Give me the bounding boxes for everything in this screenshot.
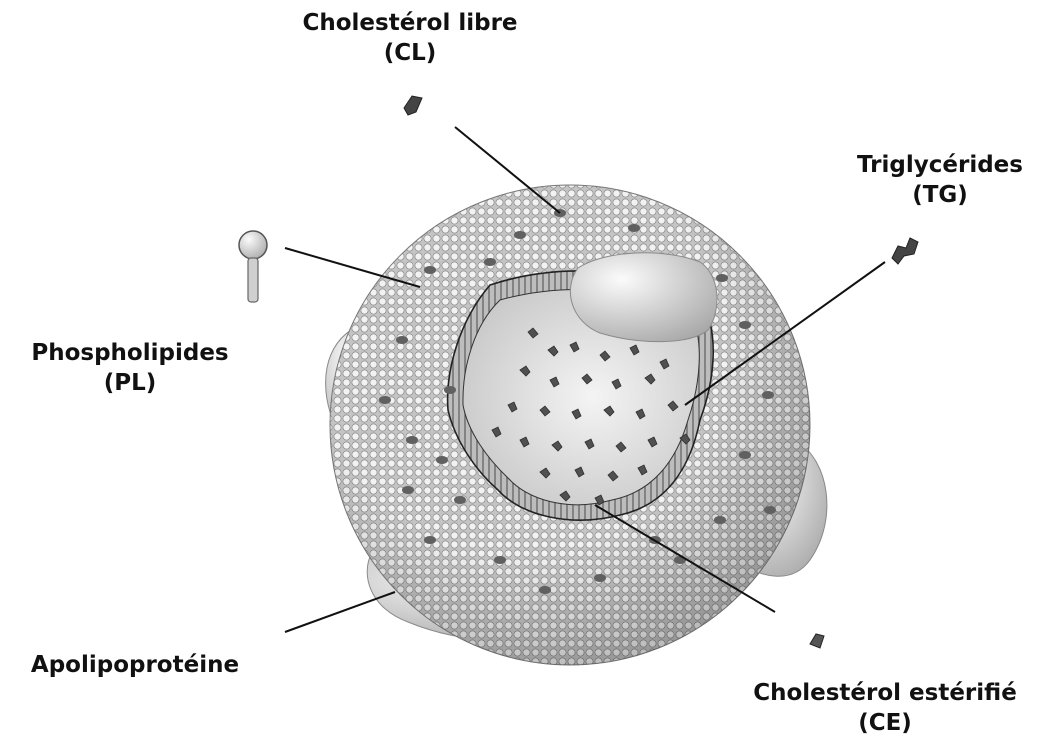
leader-line-apo	[285, 592, 395, 632]
label-esterified-cholesterol-name: Cholestérol estérifié	[715, 678, 1055, 708]
apoprotein-top	[570, 253, 717, 342]
phospholipid-molecule	[239, 231, 267, 302]
label-phospholipids: Phospholipides (PL)	[0, 338, 260, 398]
label-triglycerides-name: Triglycérides	[825, 150, 1055, 180]
label-esterified-cholesterol-abbr: (CE)	[715, 708, 1055, 738]
free-cholesterol-molecule	[404, 96, 422, 115]
triglyceride-molecule	[892, 238, 918, 264]
label-free-cholesterol-abbr: (CL)	[270, 38, 550, 68]
label-apolipoprotein: Apolipoprotéine	[0, 650, 270, 680]
label-apolipoprotein-name: Apolipoprotéine	[0, 650, 270, 680]
label-triglycerides: Triglycérides (TG)	[825, 150, 1055, 210]
label-free-cholesterol-name: Cholestérol libre	[270, 8, 550, 38]
label-phospholipids-abbr: (PL)	[0, 368, 260, 398]
label-phospholipids-name: Phospholipides	[0, 338, 260, 368]
label-free-cholesterol: Cholestérol libre (CL)	[270, 8, 550, 68]
lipoprotein-particle	[330, 185, 810, 665]
label-esterified-cholesterol: Cholestérol estérifié (CE)	[715, 678, 1055, 738]
esterified-cholesterol-molecule	[810, 634, 824, 648]
label-triglycerides-abbr: (TG)	[825, 180, 1055, 210]
